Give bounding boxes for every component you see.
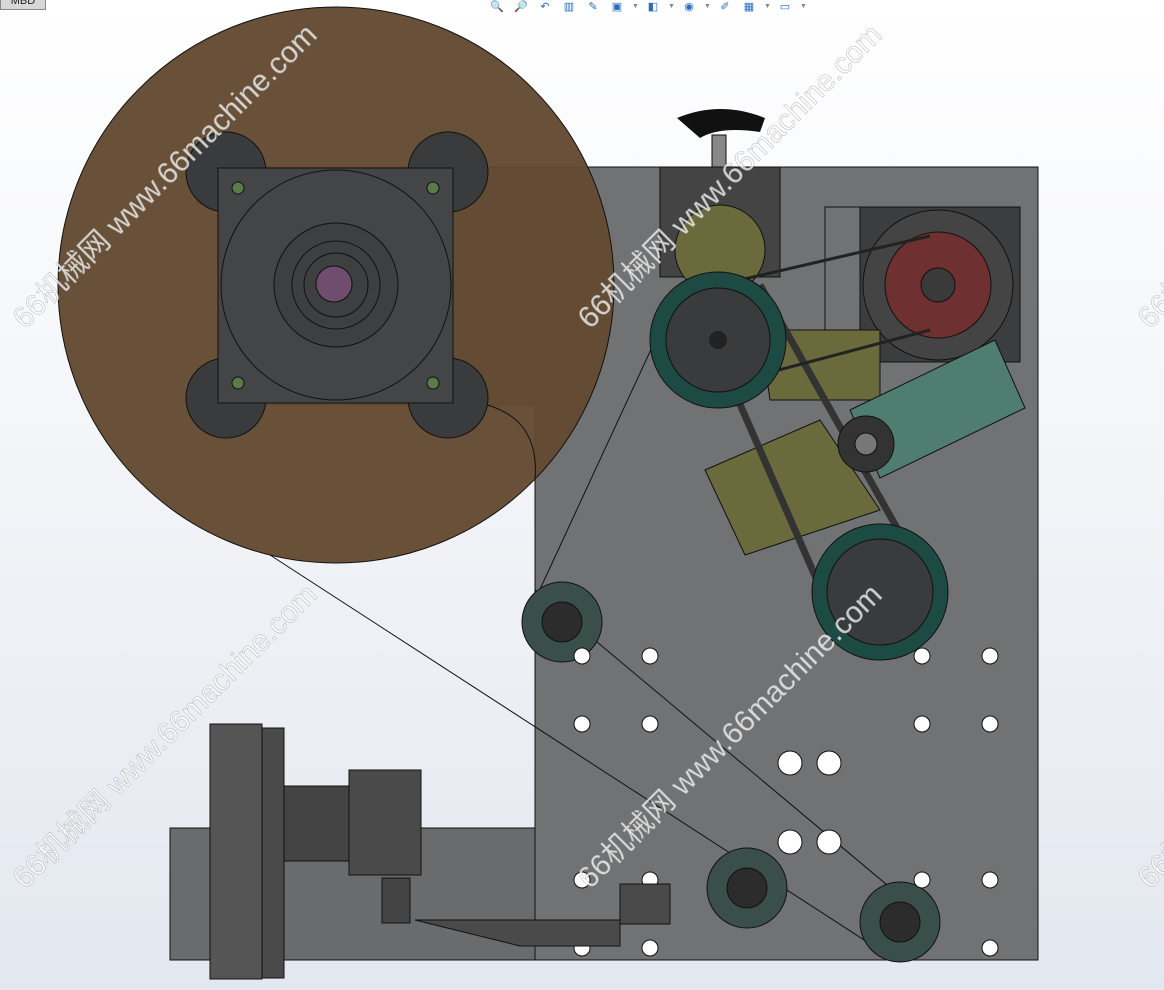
guide-rollers	[521, 581, 941, 963]
lower-pulley	[826, 538, 934, 646]
heads-up-view-toolbar: 🔍 🔎 ↶ ▥ ✎ ▣ ▼ ◧ ▼ ◉ ▼ ✐ ▦ ▼ ▭ ▼	[488, 0, 807, 14]
motor-bolts	[231, 181, 440, 390]
previous-view-icon[interactable]: ↶	[540, 1, 550, 13]
sensor-head	[348, 769, 422, 876]
mbd-tab[interactable]: MBD	[0, 0, 46, 10]
zoom-to-fit-icon[interactable]: 🔍	[490, 1, 504, 13]
chevron-down-icon[interactable]: ▼	[764, 3, 771, 10]
mounting-holes	[573, 647, 999, 957]
chevron-down-icon[interactable]: ▼	[800, 3, 807, 10]
tape-path	[269, 329, 906, 961]
dynamic-annotation-icon[interactable]: ✎	[588, 1, 598, 13]
zoom-area-icon[interactable]: 🔎	[514, 1, 528, 13]
olive-block	[704, 419, 881, 556]
peel-bracket	[619, 883, 671, 925]
view-settings-icon[interactable]: ▭	[779, 1, 791, 13]
upper-pulley-bore	[709, 331, 727, 349]
edit-appearance-icon[interactable]: ✐	[720, 1, 730, 13]
chevron-down-icon[interactable]: ▼	[632, 3, 639, 10]
sensor-body	[283, 785, 350, 862]
belt-to-hub	[739, 234, 931, 377]
peel-plate	[414, 919, 621, 947]
display-style-icon[interactable]: ◧	[647, 1, 659, 13]
chevron-down-icon[interactable]: ▼	[704, 3, 711, 10]
hide-show-icon[interactable]: ◉	[684, 1, 694, 13]
apply-scene-icon[interactable]: ▦	[743, 1, 755, 13]
svg-text:66机械网 www.66machine.com: 66机械网 www.66machine.com	[1132, 578, 1164, 895]
section-view-icon[interactable]: ▥	[563, 1, 575, 13]
idler-bore	[854, 432, 878, 456]
sensor-bracket	[261, 727, 285, 979]
chevron-down-icon[interactable]: ▼	[668, 3, 675, 10]
sensor-tip	[381, 877, 411, 924]
adjust-knob[interactable]	[677, 109, 765, 138]
view-orientation-icon[interactable]: ▣	[611, 1, 623, 13]
hub-bore	[920, 267, 956, 303]
svg-text:66机械网 www.66machine.com: 66机械网 www.66machine.com	[1132, 18, 1164, 335]
motor-shaft	[315, 265, 353, 303]
sensor-rail	[209, 723, 263, 980]
